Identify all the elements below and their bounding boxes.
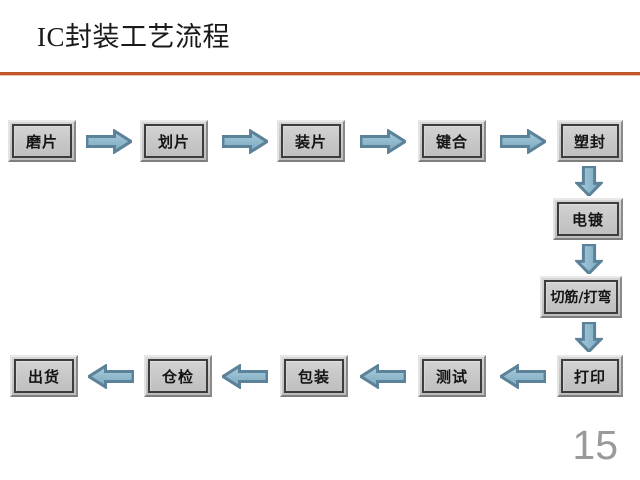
process-box-label: 划片 bbox=[157, 132, 190, 151]
process-box-step-5: 塑封 bbox=[557, 120, 623, 162]
process-box-label: 打印 bbox=[573, 367, 606, 386]
process-box-step-2: 划片 bbox=[140, 120, 208, 162]
process-box-label: 切筋/打弯 bbox=[550, 290, 612, 306]
process-box-label: 测试 bbox=[435, 367, 468, 386]
flow-arrow-icon-right bbox=[222, 129, 268, 154]
process-box-label: 电镀 bbox=[571, 210, 604, 229]
process-box-label: 出货 bbox=[27, 367, 60, 386]
process-box-step-8: 打印 bbox=[557, 355, 623, 397]
flow-arrow-icon-down bbox=[575, 322, 603, 352]
flow-arrow-icon-left bbox=[88, 364, 134, 389]
process-box-label: 仓检 bbox=[161, 367, 194, 386]
process-box-label: 键合 bbox=[435, 132, 468, 151]
page-title: IC封装工艺流程 bbox=[37, 22, 230, 52]
process-box-label: 塑封 bbox=[573, 132, 606, 151]
title-underline-rule bbox=[0, 72, 640, 75]
flow-arrow-icon-down bbox=[575, 244, 603, 274]
process-box-step-6: 电镀 bbox=[553, 198, 623, 240]
process-box-step-7: 切筋/打弯 bbox=[540, 276, 622, 318]
flow-arrow-icon-right bbox=[360, 129, 406, 154]
flow-arrow-icon-down bbox=[575, 166, 603, 196]
flow-arrow-icon-left bbox=[500, 364, 546, 389]
process-box-step-11: 仓检 bbox=[144, 355, 212, 397]
process-box-step-9: 测试 bbox=[418, 355, 486, 397]
flow-arrow-icon-left bbox=[360, 364, 406, 389]
process-box-label: 装片 bbox=[294, 132, 327, 151]
process-box-step-12: 出货 bbox=[10, 355, 78, 397]
page-number: 15 bbox=[572, 422, 618, 468]
process-box-step-10: 包装 bbox=[280, 355, 348, 397]
flow-arrow-icon-right bbox=[500, 129, 546, 154]
process-box-step-1: 磨片 bbox=[8, 120, 76, 162]
process-box-label: 磨片 bbox=[25, 132, 58, 151]
process-box-step-4: 键合 bbox=[418, 120, 486, 162]
flow-arrow-icon-right bbox=[86, 129, 132, 154]
flow-arrow-icon-left bbox=[222, 364, 268, 389]
process-box-step-3: 装片 bbox=[277, 120, 345, 162]
process-box-label: 包装 bbox=[297, 367, 330, 386]
